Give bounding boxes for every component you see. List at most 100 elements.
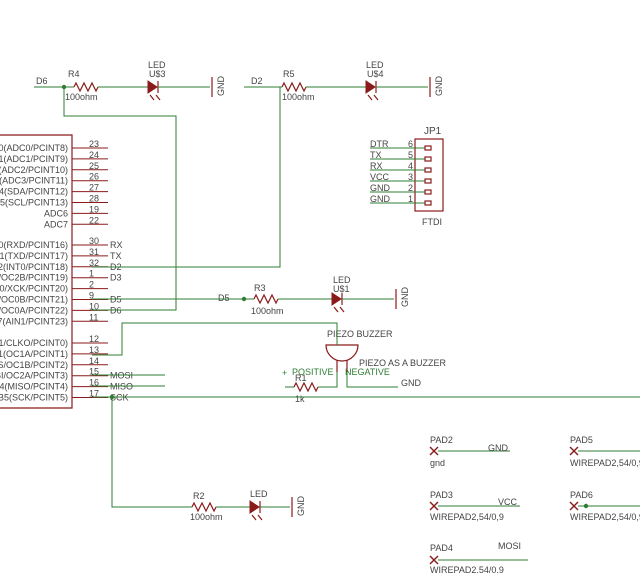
mcu-net-label: TX xyxy=(110,251,122,261)
pad5[interactable]: PAD5 WIREPAD2,54/0,9 xyxy=(569,435,640,468)
mcu-pin-list: C0(ADC0/PCINT8)23C1(ADC1/PCINT9)24C2(ADC… xyxy=(0,139,133,403)
ftdi-pin-name: RX xyxy=(370,161,383,171)
mcu-pin-number: 16 xyxy=(89,378,99,388)
ftdi-pin-socket xyxy=(424,200,432,206)
r1-label: R1 xyxy=(295,373,307,383)
led-chain-u3[interactable]: D6 R4 100ohm LED U$3 GND xyxy=(34,60,226,311)
mcu-pin-number: 12 xyxy=(89,334,99,344)
ftdi-pin-socket xyxy=(424,189,432,195)
piezo-buzzer[interactable]: PIEZO BUZZER PIEZO AS A BUZZER + POSITIV… xyxy=(92,322,447,404)
gnd-label: GND xyxy=(434,76,444,97)
net-label-d2: D2 xyxy=(251,76,263,86)
ftdi-pin-number: 4 xyxy=(408,161,413,171)
led-u3-label: LED xyxy=(148,60,166,70)
r5-label: R5 xyxy=(283,69,295,79)
pad3-value: WIREPAD2,54/0,9 xyxy=(430,512,504,522)
mcu-pin-number: 26 xyxy=(89,172,99,182)
pad4[interactable]: PAD4 WIREPAD2,54/0,9 MOSI xyxy=(429,541,528,575)
mcu-pin-label: D3(INT1/OC2B/PCINT19) xyxy=(0,273,68,283)
mcu-pin-number: 10 xyxy=(89,301,99,311)
mcu-pin-label: C2(ADC2/PCINT10) xyxy=(0,165,68,175)
ftdi-pin-socket xyxy=(424,167,432,173)
microcontroller[interactable]: C0(ADC0/PCINT8)23C1(ADC1/PCINT9)24C2(ADC… xyxy=(0,134,133,409)
mcu-pin-number: 15 xyxy=(89,367,99,377)
mcu-pin-label: D2(INT0/PCINT18) xyxy=(0,262,68,272)
ftdi-pin-number: 5 xyxy=(408,150,413,160)
mcu-pin-label: C0(ADC0/PCINT8) xyxy=(0,143,68,153)
mcu-pin-label: D7(AIN1/PCINT23) xyxy=(0,316,68,326)
pad4-label: PAD4 xyxy=(430,543,453,553)
mcu-pin-label: B1(OC1A/PCINT1) xyxy=(0,349,68,359)
mcu-pin-number: 31 xyxy=(89,247,99,257)
mcu-pin-number: 32 xyxy=(89,258,99,268)
led-chain-r2[interactable]: R2 100ohm LED GND xyxy=(92,374,640,522)
led-u1-label: LED xyxy=(333,275,351,285)
ftdi-body xyxy=(414,138,444,212)
led-u3-icon xyxy=(147,80,158,94)
plus-label: + xyxy=(282,368,287,378)
mcu-pin-label: D5(T1/OC0B/PCINT21) xyxy=(0,295,68,305)
mcu-pin-label: C3(ADC3/PCINT11) xyxy=(0,176,68,186)
led-r2-label: LED xyxy=(250,489,268,499)
mcu-pin-number: 9 xyxy=(89,291,94,301)
pad2-net: GND xyxy=(488,443,509,453)
piezo-sublabel: PIEZO AS A BUZZER xyxy=(359,358,447,368)
mcu-pin-number: 14 xyxy=(89,356,99,366)
led-u1-ref: U$1 xyxy=(333,284,350,294)
ftdi-pin-number: 2 xyxy=(408,183,413,193)
pad6-value: WIREPAD2,54/0,9 xyxy=(570,512,640,522)
ftdi-label: FTDI xyxy=(422,217,442,227)
ftdi-pin-socket xyxy=(424,178,432,184)
negative-label: NEGATIVE xyxy=(345,367,390,377)
led-u1-icon xyxy=(331,292,342,306)
ftdi-pin-name: GND xyxy=(370,183,391,193)
mcu-pin-number: 27 xyxy=(89,183,99,193)
led-r2-icon xyxy=(249,500,260,514)
pad6-label: PAD6 xyxy=(570,490,593,500)
mcu-pin-label: C1(ADC1/PCINT9) xyxy=(0,154,68,164)
mcu-pin-number: 22 xyxy=(89,215,99,225)
led-u3-ref: U$3 xyxy=(149,69,166,79)
resistor-r1 xyxy=(293,381,319,393)
piezo-gnd-label: GND xyxy=(401,378,422,388)
mcu-pin-label: C4(SDA/PCINT12) xyxy=(0,187,68,197)
mcu-pin-label: D6(AIN0/OC0A/PCINT22) xyxy=(0,305,68,315)
net-label-d6: D6 xyxy=(36,76,48,86)
mcu-pin-number: 17 xyxy=(89,389,99,399)
led-u4-label: LED xyxy=(366,60,384,70)
pad2[interactable]: PAD2 gnd GND xyxy=(429,435,510,468)
pad4-net: MOSI xyxy=(498,541,521,551)
mcu-pin-label: ADC6 xyxy=(44,208,68,218)
r4-label: R4 xyxy=(68,69,80,79)
r2-label: R2 xyxy=(193,491,205,501)
mcu-pin-number: 19 xyxy=(89,204,99,214)
positive-label: POSITIVE xyxy=(292,367,334,377)
ftdi-pin-number: 3 xyxy=(408,172,413,182)
pad5-value: WIREPAD2,54/0,9 xyxy=(570,458,640,468)
mcu-body xyxy=(0,134,73,409)
led-chain-u4[interactable]: D2 R5 100ohm LED U$4 GND xyxy=(92,60,444,268)
jp1-label: JP1 xyxy=(424,126,442,137)
mcu-pin-number: 23 xyxy=(89,139,99,149)
led-u4-icon xyxy=(365,80,376,94)
pad3-label: PAD3 xyxy=(430,490,453,500)
led-chain-u1[interactable]: D5 R3 100ohm LED U$1 GND xyxy=(92,275,410,316)
mcu-net-label: RX xyxy=(110,240,123,250)
gnd-label: GND xyxy=(400,287,410,308)
pad5-label: PAD5 xyxy=(570,435,593,445)
mcu-pin-number: 11 xyxy=(89,312,98,322)
mcu-pin-label: D1(TXD/PCINT17) xyxy=(0,251,68,261)
resistor-r3 xyxy=(253,293,279,305)
pad4-value: WIREPAD2,54/0,9 xyxy=(430,565,504,573)
pad6[interactable]: PAD6 WIREPAD2,54/0,9 xyxy=(569,490,640,522)
ftdi-pin-name: TX xyxy=(370,150,382,160)
mcu-pin-number: 30 xyxy=(89,236,99,246)
mcu-net-label: D3 xyxy=(110,273,122,283)
pad3[interactable]: PAD3 WIREPAD2,54/0,9 VCC xyxy=(429,490,520,522)
resistor-r4 xyxy=(73,81,99,93)
mcu-net-label: MISO xyxy=(110,382,133,392)
junction-dot xyxy=(583,503,589,509)
